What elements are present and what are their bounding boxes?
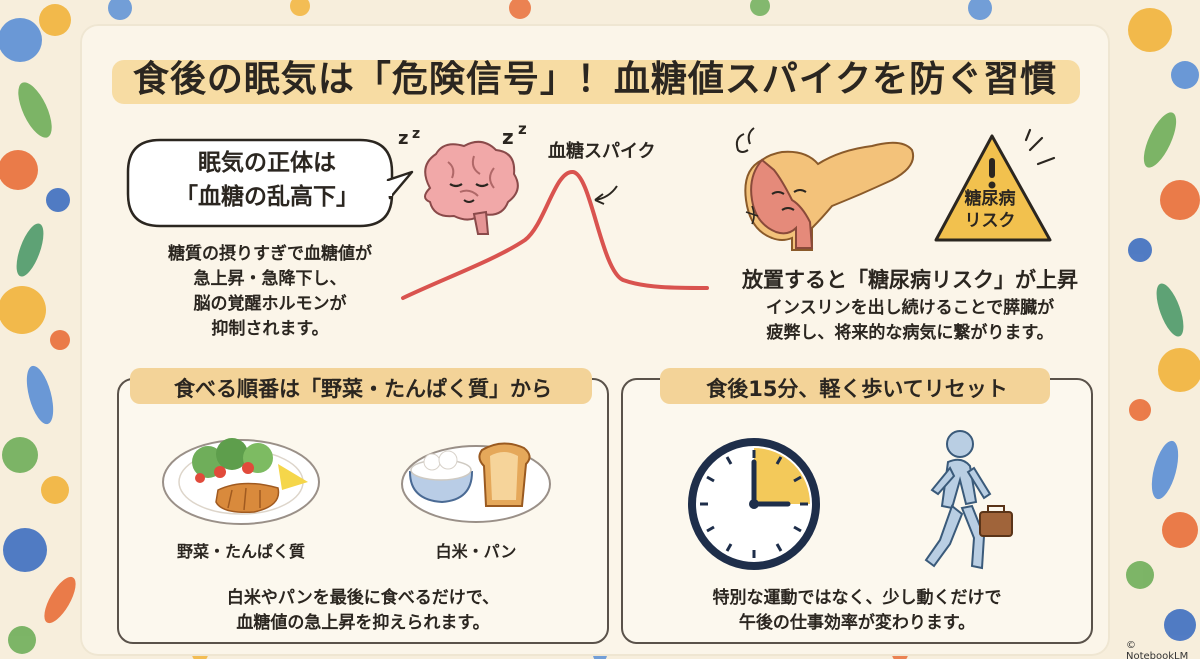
eating-order-heading: 食べる順番は「野菜・たんぱく質」から — [174, 377, 552, 401]
svg-text:z: z — [398, 128, 408, 149]
spike-label: 血糖スパイク — [548, 141, 656, 162]
rice-bread-plate-icon — [401, 442, 551, 523]
svg-text:z: z — [412, 126, 420, 142]
clock-icon — [688, 438, 820, 570]
credit-watermark: © NotebookLM — [1126, 640, 1189, 659]
bubble-text: 眠気の正体は 「血糖の乱高下」 — [132, 146, 402, 214]
walking-heading: 食後15分、軽く歩いてリセット — [706, 377, 1008, 401]
drowsiness-description: 糖質の摂りすぎで血糖値が 急上昇・急降下し、 脳の覚醒ホルモンが 抑制されます。 — [120, 242, 420, 342]
desc-line: 疲弊し、将来的な病気に繋がります。 — [766, 323, 1054, 343]
risk-badge-text: 糖尿病 リスク — [946, 188, 1034, 232]
warning-icon — [934, 128, 1056, 242]
page-title: 食後の眠気は「危険信号」！血糖値スパイクを防ぐ習慣 — [132, 59, 1058, 100]
risk-badge-line: 糖尿病 — [964, 189, 1016, 209]
svg-text:z: z — [502, 125, 514, 149]
title-highlight — [112, 60, 1080, 104]
risk-heading: 放置すると「糖尿病リスク」が上昇 — [742, 268, 1078, 292]
desc-line: 特別な運動ではなく、少し動くだけで — [712, 588, 1002, 608]
plate-label-protein: 野菜・たんぱく質 — [176, 542, 305, 561]
risk-description: インスリンを出し続けることで膵臓が 疲弊し、将来的な病気に繋がります。 — [690, 296, 1130, 346]
risk-badge-line: リスク — [964, 211, 1016, 231]
desc-line: インスリンを出し続けることで膵臓が — [765, 298, 1055, 318]
bubble-line-2: 「血糖の乱高下」 — [175, 184, 359, 210]
glucose-spike-curve — [401, 170, 709, 300]
eating-order-description: 白米やパンを最後に食べるだけで、 血糖値の急上昇を抑えられます。 — [117, 586, 609, 636]
desc-line: 午後の仕事効率が変わります。 — [738, 613, 976, 633]
desc-line: 血糖値の急上昇を抑えられます。 — [236, 613, 490, 633]
desc-line: 白米やパンを最後に食べるだけで、 — [226, 588, 500, 608]
bubble-line-1: 眠気の正体は — [198, 150, 336, 176]
salad-plate-icon — [162, 438, 320, 525]
speech-bubble — [126, 138, 414, 228]
desc-line: 急上昇・急降下し、 — [193, 269, 347, 289]
desc-line: 脳の覚醒ホルモンが — [193, 294, 347, 314]
walking-person-icon — [924, 430, 1013, 570]
desc-line: 抑制されます。 — [211, 319, 329, 339]
desc-line: 糖質の摂りすぎで血糖値が — [168, 244, 372, 264]
svg-text:z: z — [518, 120, 527, 138]
walking-description: 特別な運動ではなく、少し動くだけで 午後の仕事効率が変わります。 — [621, 586, 1093, 636]
eating-order-heading-pill — [130, 368, 592, 404]
pancreas-icon — [735, 127, 914, 251]
brain-icon: z z z z — [398, 120, 527, 235]
walking-heading-pill — [660, 368, 1050, 404]
plate-label-carbs: 白米・パン — [435, 542, 517, 561]
sleep-z-icon: z z z z — [398, 120, 527, 149]
